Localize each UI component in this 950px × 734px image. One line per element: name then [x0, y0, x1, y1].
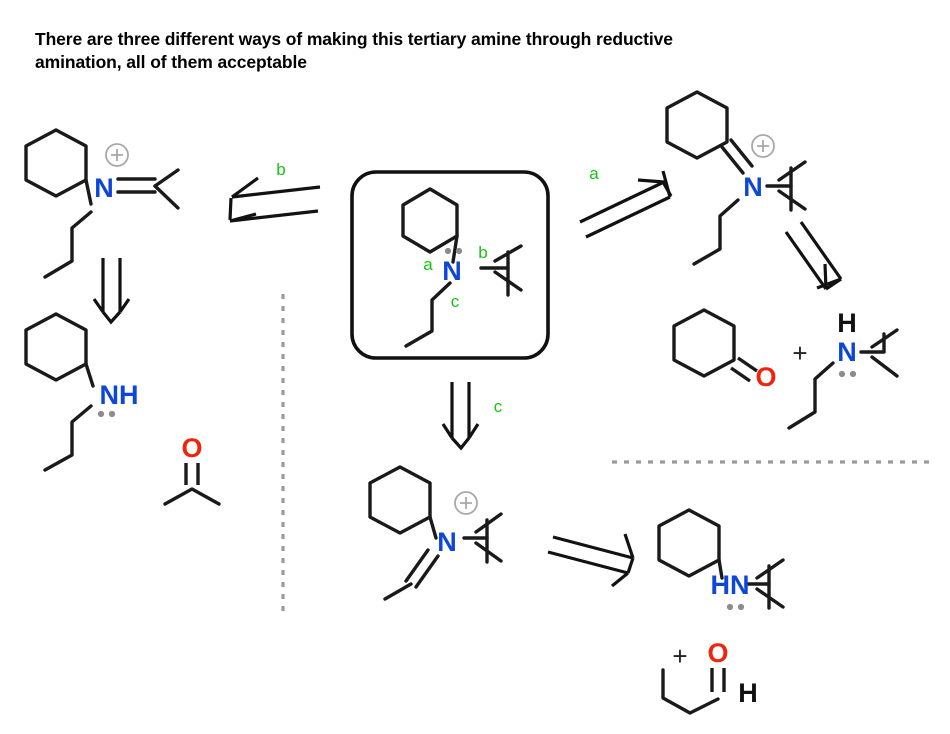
iminium-nitrogen-b: N	[94, 173, 114, 203]
imine-double-upper-a	[729, 138, 754, 168]
lone-pair-dot-a2	[849, 370, 857, 378]
amine-isopropyl-me-2	[870, 355, 899, 378]
amine-h-label-a: H	[837, 308, 857, 338]
cyclohexanone-oxygen-label: O	[755, 362, 776, 392]
route-b-amine: NH	[24, 312, 139, 472]
plus-sign-route-a: +	[792, 338, 807, 368]
amine-nitrogen-label-a: N	[837, 337, 857, 367]
cyclohexyl-ring-c	[368, 465, 432, 535]
acetone-oxygen-label: O	[181, 433, 202, 463]
arrow-a: a	[579, 164, 673, 239]
bond-label-c: c	[451, 292, 460, 311]
iminium-methyl-2-b	[153, 184, 180, 210]
cyclohexylidene-ring-a	[665, 90, 729, 160]
bond-ring-to-nh-c2	[717, 558, 724, 580]
lone-pair-dot-a1	[838, 370, 846, 378]
amine-isopropyl-me-1	[870, 328, 899, 349]
iminium-nitrogen-a: N	[743, 172, 763, 202]
iminium-nitrogen-c: N	[437, 527, 457, 557]
isopropyl-me	[493, 270, 523, 292]
arrow-right-down	[784, 221, 843, 291]
iminium-methyl-1-b	[153, 168, 180, 188]
route-b-iminium: N	[24, 128, 180, 279]
isopropyl-me-c2	[474, 512, 503, 534]
lone-pair-dot-b1	[97, 410, 105, 418]
plus-charge-glyph-a	[757, 140, 769, 152]
page-title: There are three different ways of making…	[35, 29, 673, 73]
arrow-b-label: b	[276, 160, 285, 179]
cyclohexyl-ring	[401, 187, 459, 254]
amine-propyl-chain-a	[787, 361, 835, 430]
plus-charge-circle-c	[454, 491, 478, 515]
route-a-cyclohexanone: O	[672, 308, 777, 392]
lone-pair-dot-c2	[737, 603, 745, 611]
plus-charge-glyph-b	[111, 149, 123, 161]
route-c-amine: HN	[657, 508, 785, 611]
plus-charge-circle-b	[105, 143, 129, 167]
arrow-bottom-right	[547, 533, 635, 588]
arrow-b: b	[228, 160, 321, 223]
cyclohexyl-ring-b2	[24, 312, 88, 382]
cyclohexyl-ring-b	[24, 128, 88, 198]
amine-hn-label-c: HN	[711, 570, 750, 600]
lone-pair-dot-b2	[108, 410, 116, 418]
imine-double-lower-a	[720, 145, 745, 175]
isopropyl-me-c3	[474, 541, 503, 563]
central-nitrogen-label: N	[442, 256, 462, 286]
ethyl-c	[383, 582, 413, 601]
route-a-iminium: N	[665, 90, 807, 266]
propanal-chain	[661, 668, 720, 715]
carbonyl-double-1-a	[737, 356, 758, 373]
propanal-oxygen-label: O	[707, 638, 728, 668]
bond-ring-to-nh-b2	[84, 362, 95, 388]
isopropyl-me-c6	[755, 587, 785, 609]
cyclohexyl-ring-c2	[657, 508, 721, 578]
isopropyl-me-a3	[777, 189, 807, 211]
route-a-amine: H N	[787, 308, 899, 430]
arrow-c-label: c	[494, 397, 503, 416]
lone-pair-dot-2	[455, 247, 463, 255]
propanal-h-label: H	[738, 678, 758, 708]
central-molecule-box	[350, 170, 550, 360]
bond-label-b: b	[478, 243, 487, 262]
lone-pair-dot-1	[444, 247, 452, 255]
propyl-chain-b	[43, 210, 93, 279]
bond-ring-to-n-c	[428, 515, 438, 540]
propyl-chain	[404, 281, 452, 348]
route-b-acetone: O	[163, 433, 221, 506]
plus-sign-route-c: +	[672, 641, 687, 671]
cyclohexanone-ring	[672, 308, 736, 378]
bond-a	[451, 234, 459, 264]
isopropyl-me-a2	[777, 160, 807, 182]
plus-charge-circle-a	[751, 134, 775, 158]
plus-charge-glyph-c	[460, 497, 472, 509]
arrow-a-label: a	[589, 164, 599, 183]
isopropyl-ch-a	[765, 166, 793, 188]
propyl-chain-b2	[43, 404, 93, 472]
route-c-propanal: O H	[661, 638, 758, 715]
propyl-chain-a	[692, 198, 740, 266]
bond-ring-to-n-b	[84, 178, 93, 206]
central-molecule-group: N a b c	[350, 170, 550, 360]
isopropyl-me-c5	[755, 558, 785, 580]
imine-double-lower-c	[404, 548, 430, 583]
carbonyl-double-2-a	[730, 366, 751, 383]
arrow-c: c	[441, 382, 503, 451]
imine-double-upper-c	[414, 554, 440, 589]
route-c-iminium: N	[368, 465, 503, 601]
arrow-left-down	[92, 258, 131, 325]
acetone-methyls	[163, 487, 221, 506]
lone-pair-dot-c1	[726, 603, 734, 611]
isopropyl-ch	[493, 244, 523, 263]
isopropyl-ch-c	[462, 518, 489, 540]
bond-label-a: a	[423, 255, 433, 274]
amine-nh-label-b: NH	[100, 380, 139, 410]
